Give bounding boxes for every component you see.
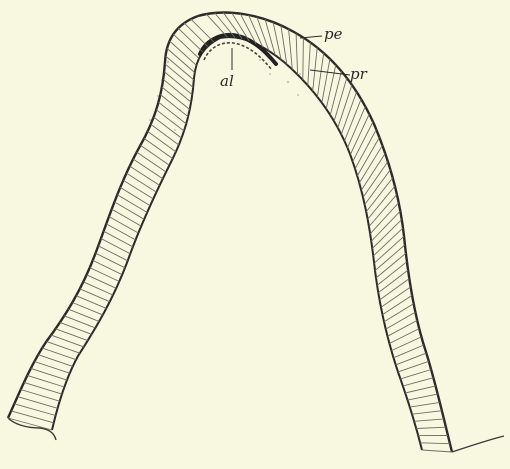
cell-striation bbox=[93, 260, 122, 274]
cell-striation bbox=[365, 170, 391, 205]
cell-striation bbox=[330, 71, 341, 115]
cell-striation bbox=[126, 173, 156, 192]
cell-striation bbox=[104, 231, 133, 247]
cell-striation bbox=[206, 14, 227, 37]
cell-striation bbox=[98, 246, 127, 261]
cell-striation bbox=[389, 329, 419, 344]
cell-striation bbox=[422, 450, 452, 452]
cell-striation bbox=[90, 268, 120, 282]
cell-striation bbox=[381, 287, 411, 307]
cell-striation bbox=[123, 180, 153, 199]
cell-striation bbox=[386, 312, 416, 329]
cell-striation bbox=[366, 178, 393, 212]
cell-striation bbox=[173, 34, 199, 58]
cell-striation bbox=[106, 224, 135, 240]
cell-striation bbox=[281, 25, 287, 64]
cell-striation bbox=[363, 162, 388, 198]
cell-striation bbox=[420, 443, 450, 444]
cell-striation bbox=[76, 296, 106, 309]
cell-striation bbox=[388, 320, 418, 336]
right-outer-edge bbox=[198, 13, 452, 452]
cell-striation bbox=[334, 78, 347, 121]
cell-striation bbox=[303, 38, 304, 80]
cell-striation bbox=[361, 154, 385, 191]
cell-striation bbox=[160, 95, 188, 117]
cell-striation bbox=[400, 370, 431, 379]
cell-striation bbox=[83, 282, 113, 295]
cell-striation bbox=[117, 195, 147, 213]
cell-striation bbox=[184, 23, 208, 46]
cell-striation bbox=[8, 418, 52, 430]
cell-striation bbox=[148, 131, 176, 152]
cell-striation bbox=[359, 145, 382, 183]
cell-striation bbox=[140, 145, 169, 165]
cell-striation bbox=[101, 239, 130, 254]
cell-striation bbox=[372, 219, 402, 248]
cell-striation bbox=[296, 33, 298, 74]
cell-striation bbox=[170, 41, 197, 65]
cell-striation bbox=[371, 211, 400, 241]
cell-striation bbox=[408, 394, 438, 400]
stipple-shading bbox=[149, 59, 313, 131]
left-inner-edge bbox=[52, 38, 220, 430]
cell-striation bbox=[114, 202, 144, 219]
cell-striation bbox=[338, 85, 352, 128]
cell-striation bbox=[178, 28, 203, 52]
cell-striation bbox=[96, 253, 125, 268]
cell-striation bbox=[151, 124, 179, 145]
cell-striation bbox=[341, 92, 356, 134]
cell-striation bbox=[370, 203, 399, 234]
label-pe: pe bbox=[324, 27, 342, 42]
right-base-edge bbox=[452, 436, 504, 452]
cell-striation bbox=[156, 110, 184, 131]
cell-striation bbox=[87, 275, 117, 289]
cell-striation bbox=[383, 295, 413, 314]
cell-striation bbox=[308, 42, 311, 85]
cell-striation bbox=[380, 279, 410, 300]
cell-striation bbox=[384, 304, 413, 322]
cell-striation bbox=[137, 152, 166, 172]
cell-striation bbox=[289, 29, 293, 69]
cell-striation bbox=[412, 411, 442, 415]
cell-striation bbox=[80, 289, 110, 302]
cell-striation bbox=[391, 337, 421, 351]
right-inner-edge bbox=[220, 37, 422, 450]
cell-striation bbox=[144, 138, 173, 158]
label-al: al bbox=[220, 74, 234, 89]
cell-striation bbox=[398, 361, 429, 372]
cell-striation bbox=[317, 53, 323, 97]
cell-striation bbox=[416, 427, 446, 428]
cell-striation bbox=[109, 217, 138, 234]
cell-striation bbox=[313, 48, 318, 91]
cell-striation bbox=[120, 187, 150, 205]
cell-striation bbox=[162, 87, 190, 110]
cell-striation bbox=[357, 138, 379, 176]
cell-striation bbox=[368, 186, 395, 219]
cell-striation bbox=[414, 419, 444, 421]
label-pr: pr bbox=[350, 67, 367, 82]
cell-striation bbox=[133, 159, 163, 179]
cell-striation bbox=[159, 102, 187, 124]
cell-striation bbox=[405, 386, 435, 393]
cell-striation bbox=[369, 194, 397, 226]
cell-striation bbox=[112, 209, 142, 226]
cell-striation bbox=[410, 402, 440, 407]
cell-striation bbox=[403, 378, 434, 386]
cell-striation bbox=[191, 19, 214, 42]
cell-striation bbox=[154, 117, 182, 138]
cell-striation bbox=[373, 228, 403, 256]
cell-striation bbox=[130, 166, 160, 185]
